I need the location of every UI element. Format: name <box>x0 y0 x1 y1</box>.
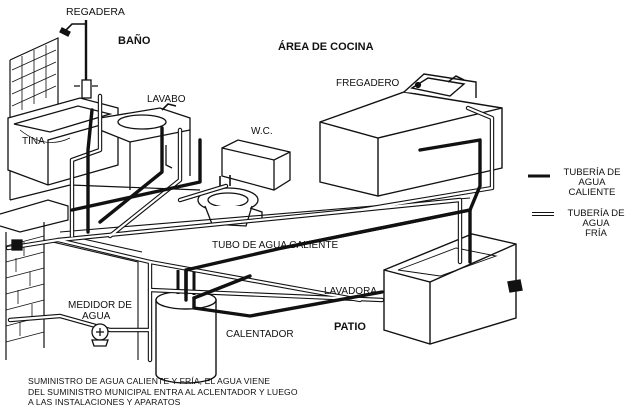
figure-caption: SUMINISTRO DE AGUA CALIENTE Y FRÍA, EL A… <box>28 376 388 408</box>
hot-water-pipes <box>70 108 482 318</box>
label-tina: TINA <box>22 136 45 147</box>
legend-cold: TUBERÍA DE AGUA FRÍA <box>532 208 625 239</box>
legend-cold-line-3: FRÍA <box>585 228 607 239</box>
legend-hot: TUBERÍA DE AGUA CALIENTE <box>528 167 621 198</box>
caption-line-3: A LAS INSTALACIONES Y APARATOS <box>28 397 181 408</box>
caption-line-2: DEL SUMINISTRO MUNICIPAL ENTRA AL ACLENT… <box>28 386 298 397</box>
legend-hot-line-3: CALIENTE <box>569 187 616 198</box>
legend-hot-line-1: TUBERÍA DE <box>563 167 620 178</box>
legend-cold-line-1: TUBERÍA DE <box>567 208 624 219</box>
water-meter <box>91 323 109 347</box>
brick-wall <box>0 199 69 360</box>
label-bano: BAÑO <box>118 34 151 47</box>
shower <box>59 20 98 99</box>
entry-valve <box>11 239 23 251</box>
legend-hot-line-2: AGUA <box>578 177 606 188</box>
label-calentador: CALENTADOR <box>226 329 294 340</box>
label-lavabo: LAVABO <box>147 94 186 105</box>
toilet <box>197 139 291 227</box>
label-regadera: REGADERA <box>66 6 125 18</box>
label-lavadora: LAVADORA <box>324 286 377 297</box>
legend: TUBERÍA DE AGUA CALIENTE TUBERÍA DE AGUA… <box>528 167 625 239</box>
washing-machine <box>383 233 523 345</box>
label-tubo-caliente: TUBO DE AGUA CALIENTE <box>212 240 338 251</box>
kitchen-counter <box>319 73 503 197</box>
label-medidor-2: AGUA <box>82 311 111 322</box>
label-medidor-1: MEDIDOR DE <box>68 300 132 311</box>
label-area-cocina: ÁREA DE COCINA <box>278 40 374 53</box>
lavabo-sink <box>99 103 191 190</box>
label-wc: W.C. <box>251 126 273 137</box>
label-fregadero: FREGADERO <box>336 78 400 89</box>
label-patio: PATIO <box>334 321 366 333</box>
caption-line-1: SUMINISTRO DE AGUA CALIENTE Y FRÍA, EL A… <box>28 376 271 386</box>
legend-cold-line-2: AGUA <box>582 218 610 229</box>
